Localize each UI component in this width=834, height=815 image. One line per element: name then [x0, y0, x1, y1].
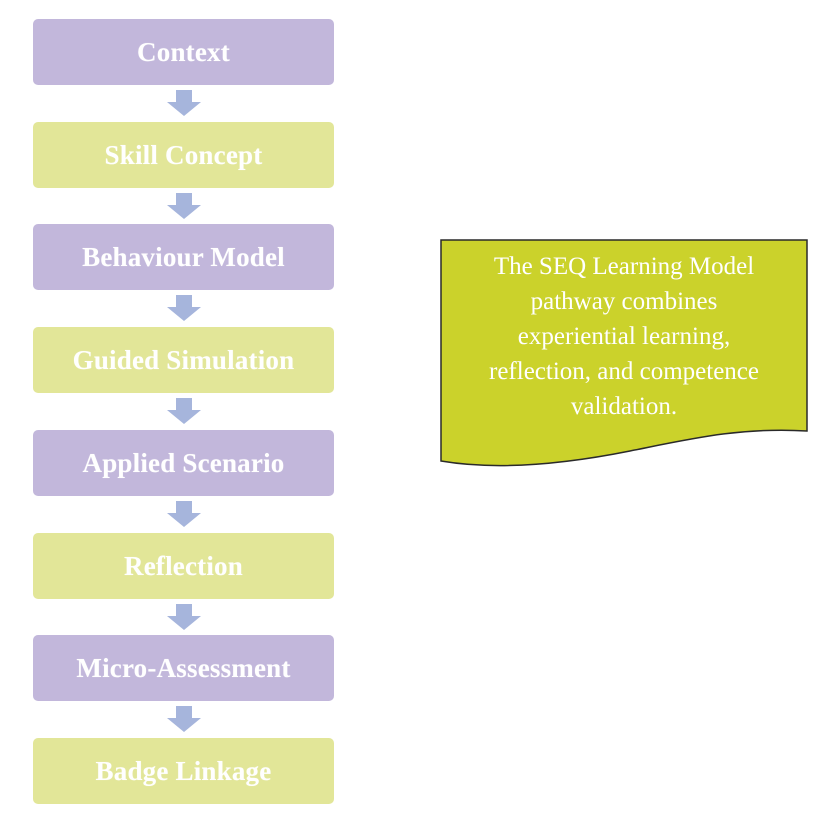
flow-step-label: Reflection: [124, 550, 243, 581]
flow-step: Skill Concept: [33, 122, 334, 188]
down-arrow-icon: [167, 398, 201, 424]
callout-line: The SEQ Learning Model: [493, 253, 755, 280]
down-arrow-icon: [167, 604, 201, 630]
flow-step-label: Badge Linkage: [95, 755, 272, 786]
flow-step: Badge Linkage: [33, 738, 334, 804]
down-arrow-icon: [167, 706, 201, 732]
down-arrow-icon: [167, 295, 201, 321]
down-arrow-icon: [167, 90, 201, 116]
flow-step-label: Guided Simulation: [72, 344, 295, 375]
flow-step: Applied Scenario: [33, 430, 334, 496]
callout-line: pathway combines: [530, 288, 718, 315]
flow-step: Behaviour Model: [33, 224, 334, 290]
callout-text: The SEQ Learning Model pathway combines …: [448, 249, 800, 424]
callout-line: validation.: [570, 393, 678, 420]
flow-step: Guided Simulation: [33, 327, 334, 393]
callout-line: experiential learning,: [517, 323, 731, 350]
callout-shape: [440, 239, 808, 467]
down-arrow-icon: [167, 193, 201, 219]
flow-step: Micro-Assessment: [33, 635, 334, 701]
flow-step-label: Skill Concept: [104, 139, 263, 170]
flow-step: Context: [33, 19, 334, 85]
flow-step-label: Micro-Assessment: [76, 652, 291, 683]
flow-step-label: Context: [137, 36, 230, 67]
callout-line: reflection, and competence: [489, 358, 759, 385]
flow-step-label: Applied Scenario: [82, 447, 285, 478]
down-arrow-icon: [167, 501, 201, 527]
flow-step-label: Behaviour Model: [82, 241, 285, 272]
flow-step: Reflection: [33, 533, 334, 599]
